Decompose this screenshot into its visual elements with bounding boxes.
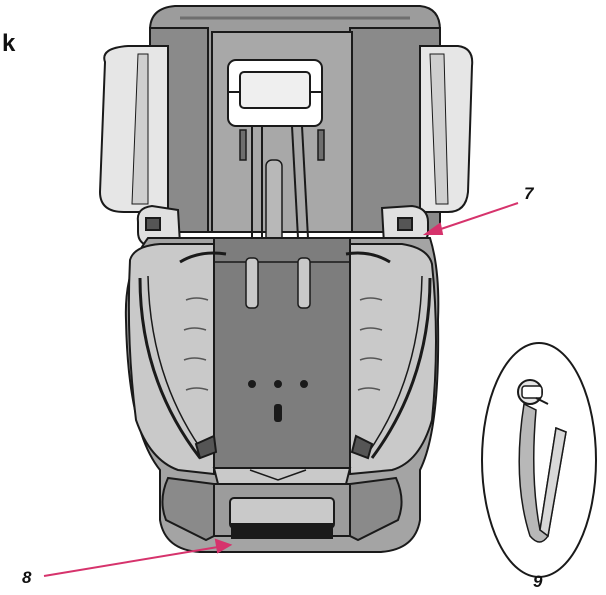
booster-base (124, 237, 440, 553)
callout-label-7: 7 (524, 184, 534, 203)
headrest-adjust-handle (227, 59, 323, 127)
seat-holes (248, 380, 308, 422)
lap-belt (138, 251, 432, 459)
callout-arrow-7 (422, 202, 519, 235)
lower-belt-clips (194, 434, 374, 460)
buckle-slots (245, 257, 311, 309)
headrest-wing-left (98, 45, 169, 213)
callout-label-8: 8 (22, 568, 32, 587)
shoulder-belt-guide-left (136, 204, 182, 248)
adjust-rods (251, 125, 309, 239)
headrest-wing-right (419, 45, 474, 213)
belt-clip-detail-inset (481, 342, 597, 578)
seat-pad-stitching (183, 297, 383, 391)
base-bottom (161, 467, 403, 542)
headrest-slots (239, 129, 325, 161)
header-fragment-text: k (2, 30, 16, 57)
callout-arrow-8 (43, 538, 233, 577)
callout-label-9: 9 (533, 572, 543, 591)
